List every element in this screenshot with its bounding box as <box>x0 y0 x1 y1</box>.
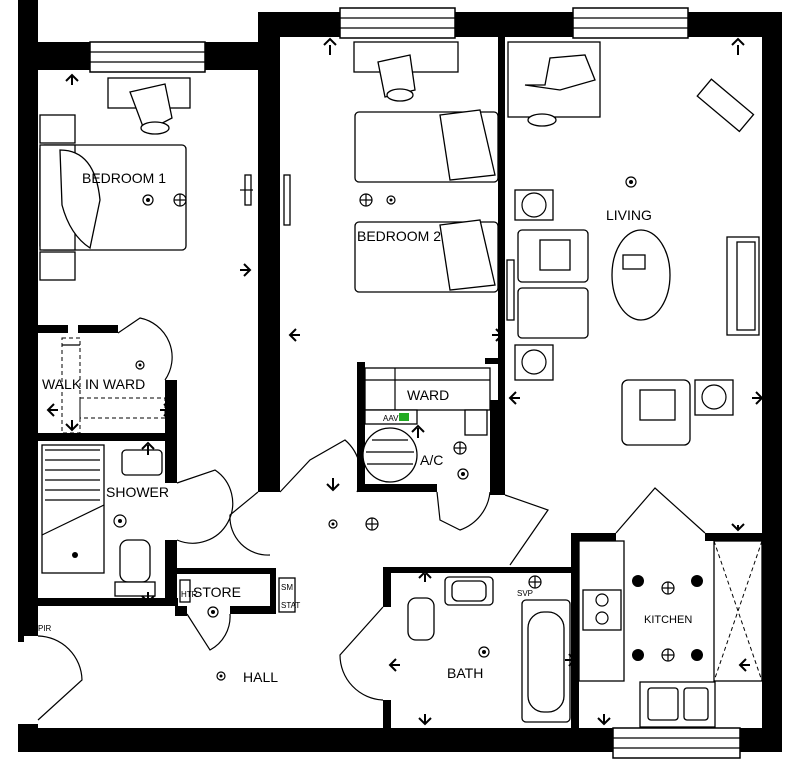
aav-marker <box>399 413 409 421</box>
room-label-kitchen: KITCHEN <box>644 614 692 626</box>
outer-walls <box>18 0 782 752</box>
arrows <box>46 37 764 726</box>
interior-walls <box>18 37 762 730</box>
fixture-pir: PIR <box>38 624 52 633</box>
room-label-hall: HALL <box>243 669 278 685</box>
ward-ac: WARD A/C AAV HW <box>362 367 504 483</box>
shower-room: SHOWER <box>41 444 169 597</box>
fixture-aav: AAV <box>383 414 399 423</box>
room-label-living: LIVING <box>606 207 652 223</box>
windows <box>89 7 741 759</box>
fixture-stat: STAT <box>281 601 300 610</box>
fixture-sm: SM <box>281 583 293 592</box>
bedroom2-furniture: BEDROOM 2 <box>283 41 515 321</box>
walkin-wardrobe: WALK IN WARD <box>42 337 166 434</box>
room-label-walkin: WALK IN WARD <box>42 376 145 392</box>
hall: HALL PIR SM STAT <box>38 517 379 685</box>
room-label-ac: A/C <box>420 452 443 468</box>
fixture-htr: HTR <box>181 590 198 599</box>
room-label-bedroom1: BEDROOM 1 <box>82 170 166 186</box>
room-label-shower: SHOWER <box>106 484 169 500</box>
living-furniture: LIVING <box>507 41 760 446</box>
room-label-bath: BATH <box>447 665 483 681</box>
doors <box>37 317 706 721</box>
room-label-ward: WARD <box>407 387 449 403</box>
bedroom1-furniture: BEDROOM 1 <box>39 77 253 281</box>
fixture-hw: HW <box>490 463 504 472</box>
room-label-bedroom2: BEDROOM 2 <box>357 228 441 244</box>
fixture-svp: SVP <box>517 589 533 598</box>
store-room: STORE HTR <box>179 579 241 618</box>
room-label-store: STORE <box>193 584 241 600</box>
kitchen: KITCHEN <box>578 540 763 728</box>
bathroom: BATH SVP <box>407 575 571 723</box>
